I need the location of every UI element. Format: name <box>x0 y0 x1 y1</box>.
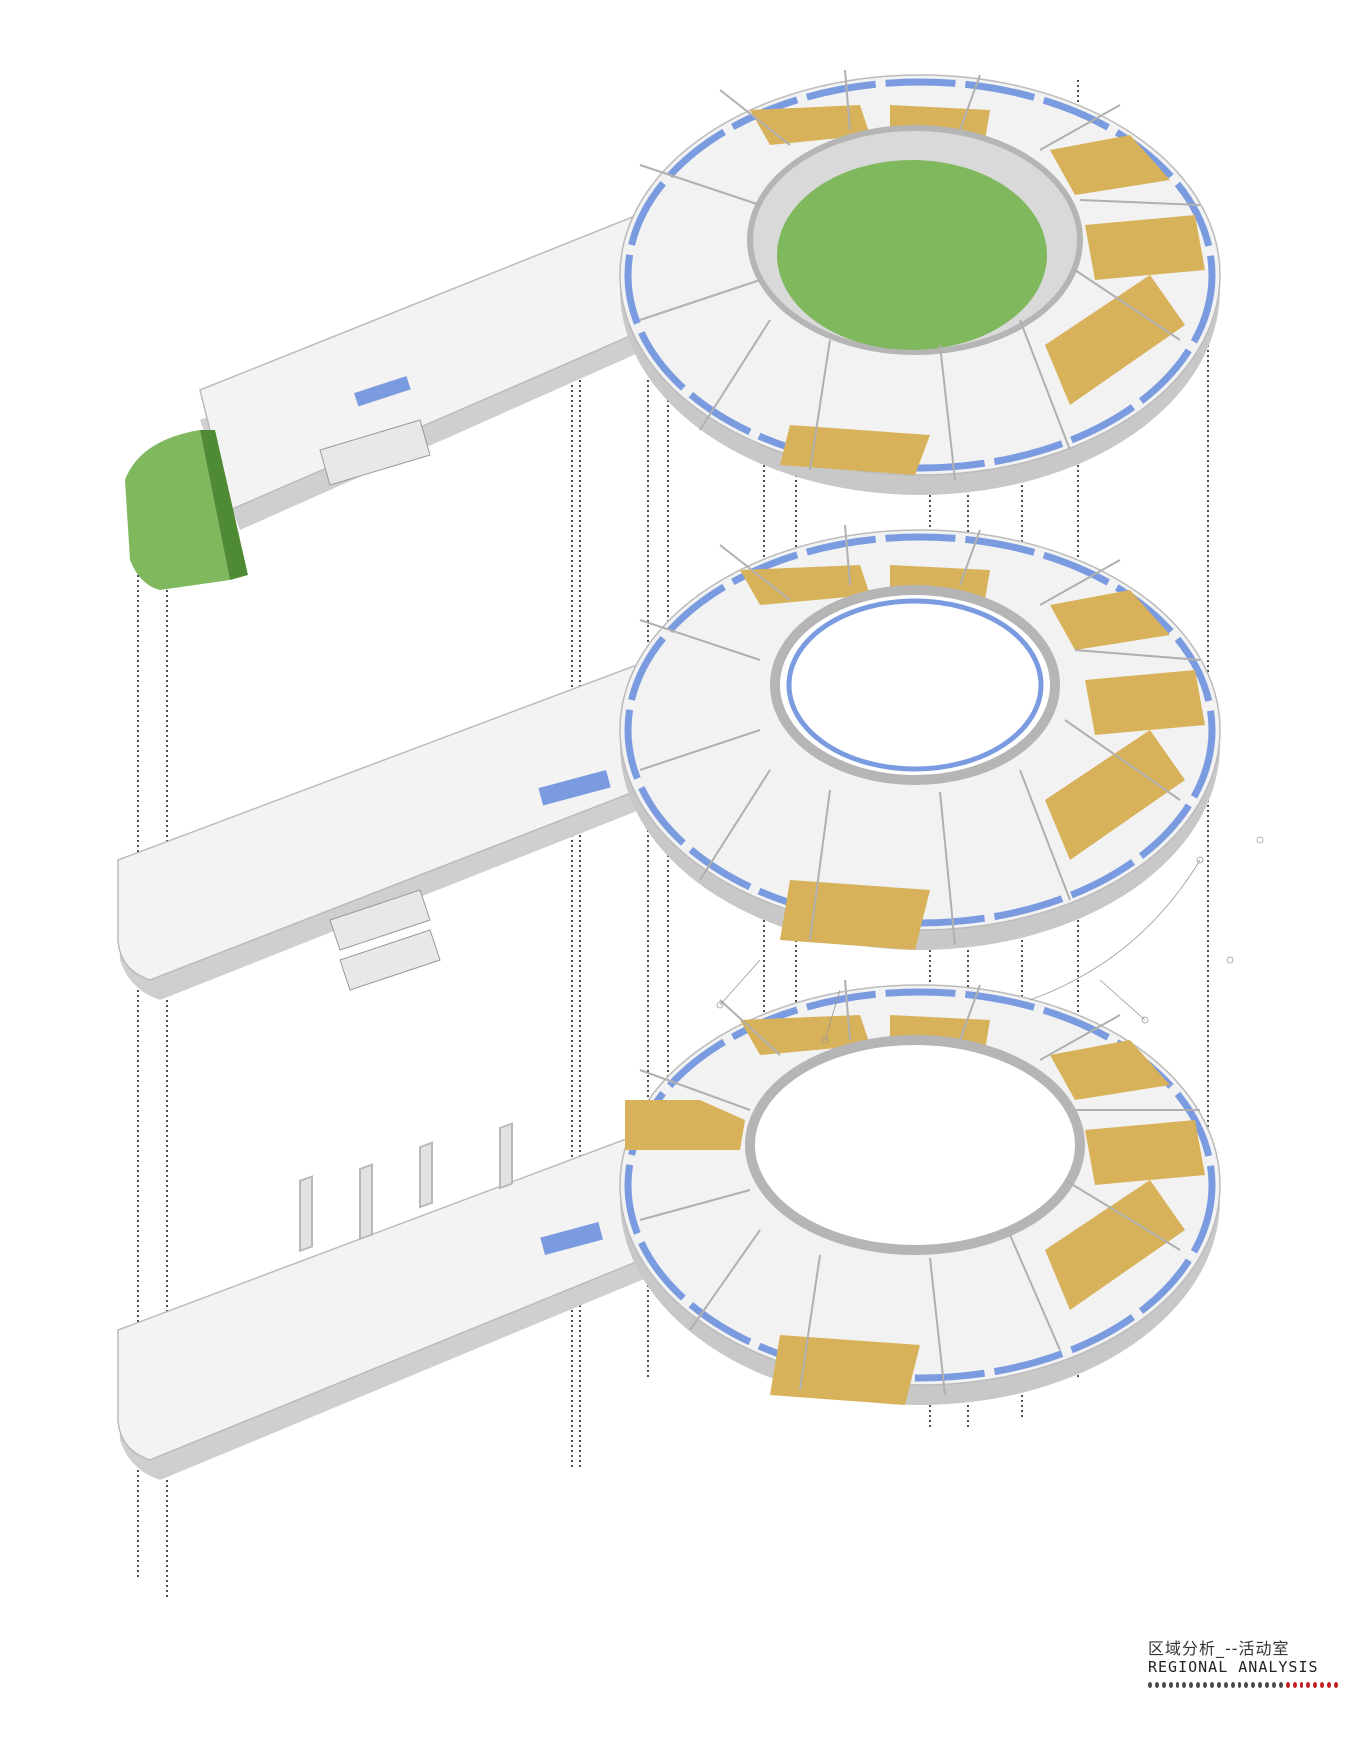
dot-dark <box>1148 1682 1152 1688</box>
dot-dark <box>1168 1682 1173 1688</box>
dot-dark <box>1278 1682 1283 1688</box>
dot-dark <box>1210 1682 1214 1688</box>
dot-red <box>1306 1682 1311 1688</box>
stair-glazing <box>538 769 611 806</box>
central-courtyard-void <box>745 1035 1085 1255</box>
dot-dark <box>1161 1682 1166 1688</box>
facade-glazing-ring <box>624 988 1216 1382</box>
activity-rooms <box>740 565 1205 950</box>
dot-red <box>1320 1682 1325 1688</box>
facade-glazing-ring <box>624 78 1216 472</box>
stair-flights <box>329 889 441 991</box>
dot-dark <box>1223 1682 1228 1688</box>
annotation-leaders <box>716 836 1264 1044</box>
diagram-caption: 区域分析_--活动室 REGIONAL ANALYSIS <box>1148 1640 1338 1688</box>
dot-dark <box>1189 1682 1194 1688</box>
central-lawn <box>777 160 1047 350</box>
dot-dark <box>1196 1682 1201 1688</box>
stair-glazing <box>540 1222 603 1255</box>
dot-dark <box>1272 1682 1276 1688</box>
floor-plate-middle-level <box>117 524 1221 1000</box>
dot-red <box>1285 1682 1290 1688</box>
caption-dot-rule <box>1148 1682 1338 1688</box>
skylight-glazing <box>354 376 411 407</box>
stair-flights <box>319 419 431 486</box>
central-courtyard-void <box>770 585 1060 785</box>
floor-plate-roof-level <box>125 69 1221 590</box>
caption-title-chinese: 区域分析_--活动室 <box>1148 1639 1290 1658</box>
dot-dark <box>1244 1682 1249 1688</box>
dot-dark <box>1230 1682 1235 1688</box>
dot-dark <box>1237 1682 1242 1688</box>
dot-red <box>1327 1682 1332 1688</box>
dot-dark <box>1182 1682 1187 1688</box>
floor-plate-ground-level <box>117 979 1221 1480</box>
dot-dark <box>1216 1682 1221 1688</box>
dot-dark <box>1258 1682 1263 1688</box>
caption-title-english: REGIONAL ANALYSIS <box>1148 1658 1319 1676</box>
dot-dark <box>1265 1682 1270 1688</box>
dot-dark <box>1175 1682 1180 1688</box>
dot-dark <box>1154 1682 1159 1688</box>
dot-dark <box>1251 1682 1256 1688</box>
dot-red <box>1292 1682 1297 1688</box>
dot-red <box>1299 1682 1304 1688</box>
dot-red <box>1334 1682 1338 1688</box>
dot-dark <box>1203 1682 1208 1688</box>
dot-red <box>1313 1682 1318 1688</box>
wing-end-lawn <box>125 430 230 590</box>
